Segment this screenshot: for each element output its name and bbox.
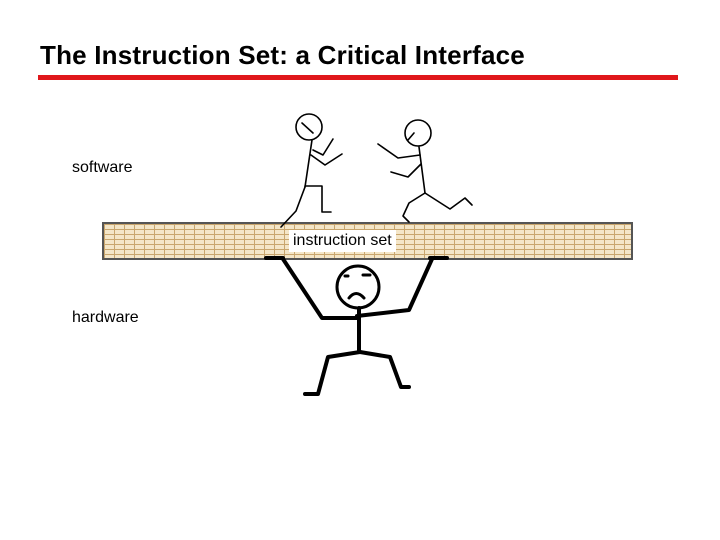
instruction-set-label: instruction set bbox=[289, 230, 396, 252]
hardware-label: hardware bbox=[72, 309, 139, 326]
software-figure-left bbox=[280, 113, 343, 228]
hardware-figure-head bbox=[335, 264, 381, 310]
frown-mouth bbox=[347, 292, 366, 300]
software-figure-right-head bbox=[404, 119, 432, 147]
title-underline bbox=[38, 75, 678, 80]
hardware-figure bbox=[264, 256, 449, 396]
software-figure-right-body bbox=[418, 146, 426, 194]
slide-title: The Instruction Set: a Critical Interfac… bbox=[40, 40, 525, 70]
software-label: software bbox=[72, 159, 133, 176]
software-figure-right bbox=[377, 119, 473, 223]
software-figure-left-head bbox=[295, 113, 323, 141]
software-figure-left-body bbox=[304, 139, 313, 188]
